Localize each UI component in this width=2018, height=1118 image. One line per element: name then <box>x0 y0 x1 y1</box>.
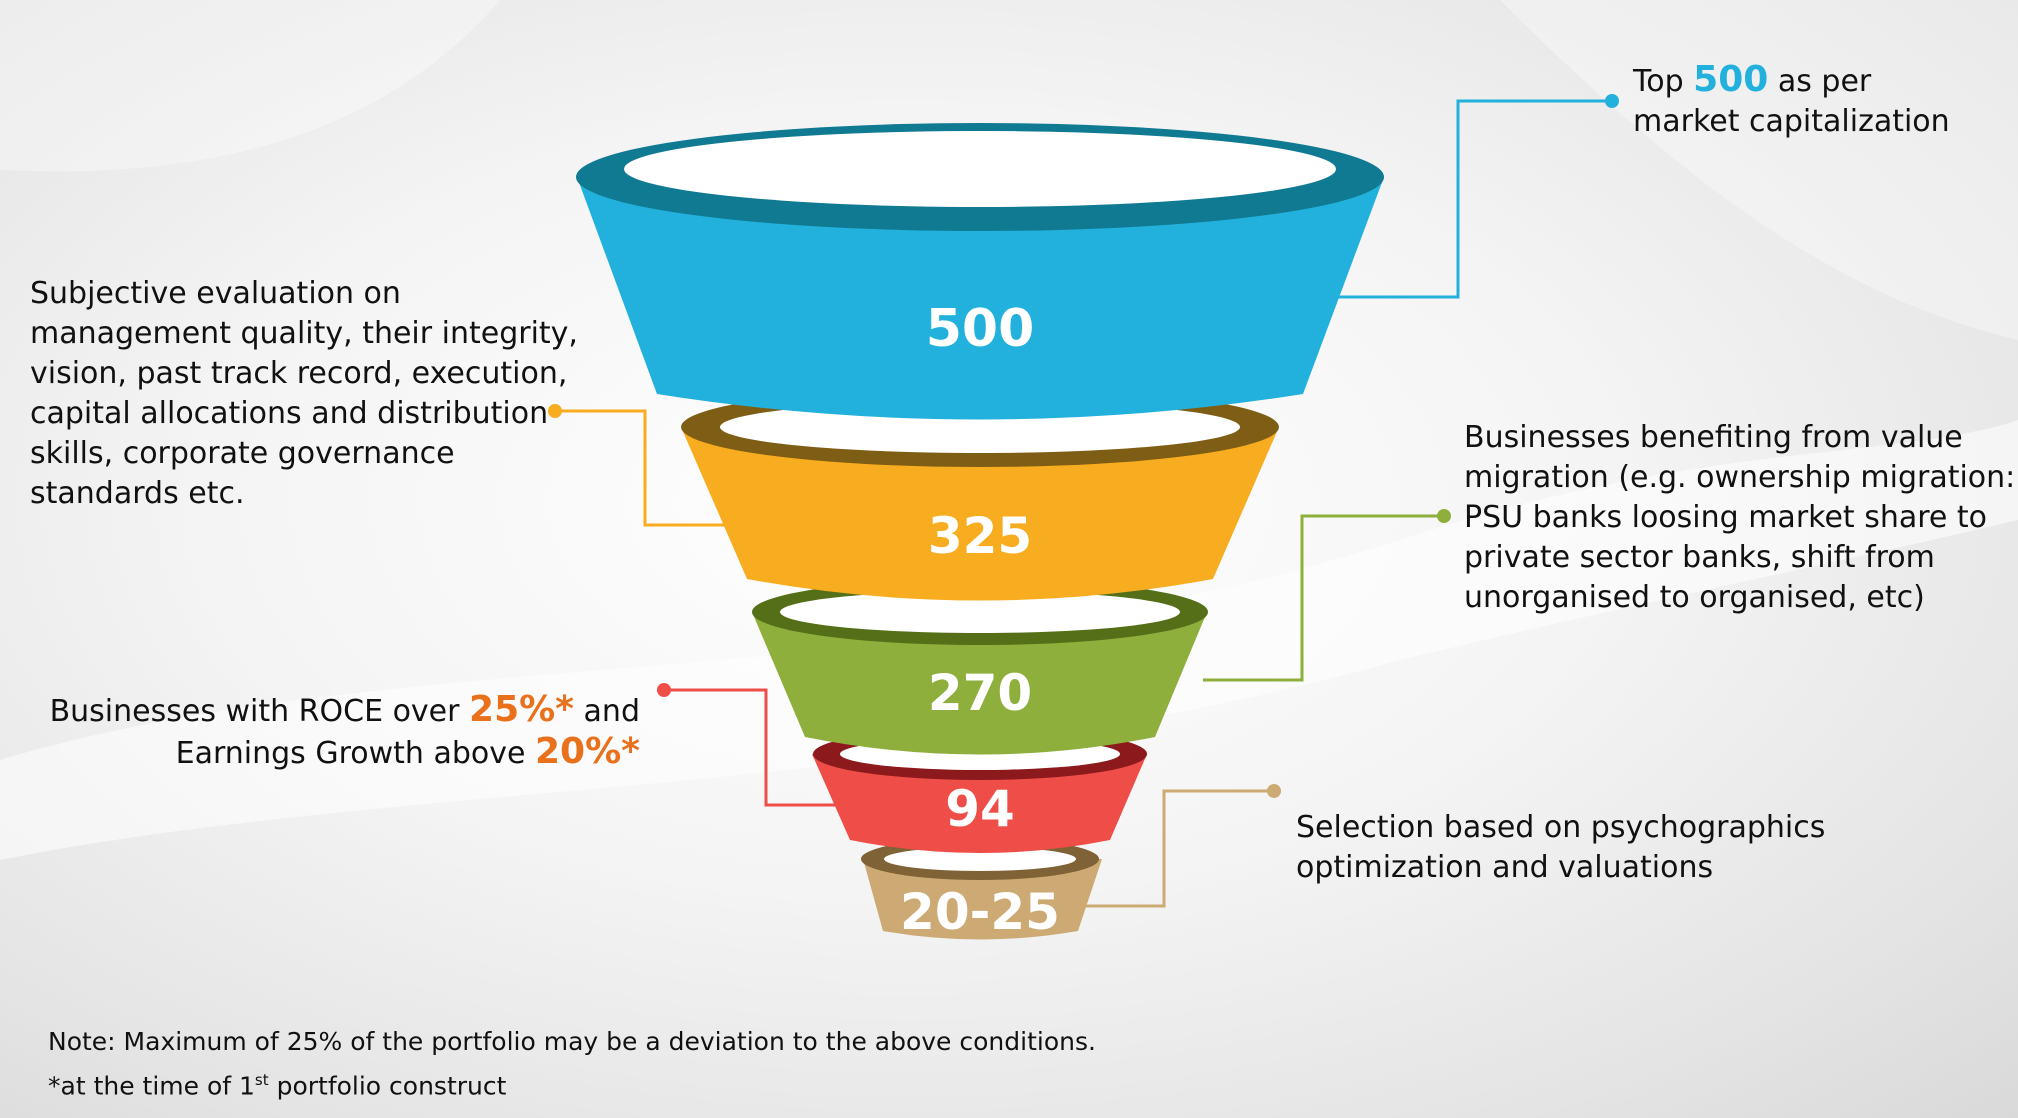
connector-dots <box>548 94 1619 798</box>
connector-lines <box>555 99 1612 908</box>
annotation-top500-post: as per <box>1768 64 1872 99</box>
note-first-construct-pre: *at the time of 1 <box>48 1071 255 1101</box>
connector-value-migration <box>1203 514 1444 682</box>
annotation-line: skills, corporate governance <box>30 436 455 471</box>
stage-body <box>577 177 1384 420</box>
note-first-construct: *at the time of 1st portfolio construct <box>48 1071 506 1100</box>
funnel-stage-3: 270 <box>752 579 1208 755</box>
stage-value: 325 <box>928 507 1032 565</box>
annotation-line: management quality, their integrity, <box>30 316 578 351</box>
annotation-line: private sector banks, shift from <box>1464 540 1935 575</box>
stage-body <box>812 754 1147 853</box>
annotation-line: optimization and valuations <box>1296 850 1714 885</box>
annotation-line: Selection based on psychographics <box>1296 810 1826 845</box>
stage-rim-inner <box>884 847 1076 871</box>
annotation-top500-line2: market capitalization <box>1633 104 1950 139</box>
annotation-top500-pre: Top <box>1633 64 1694 99</box>
annotation-line: Subjective evaluation on <box>30 276 401 311</box>
annotation-roce-line1-pre: Businesses with ROCE over <box>49 694 470 729</box>
dot-subjective <box>548 404 562 418</box>
connector-selection <box>1078 789 1274 908</box>
funnel-stage-5: 20-25 <box>861 838 1102 941</box>
annotation-roce-line2-pre: Earnings Growth above <box>175 736 535 771</box>
dot-top500 <box>1605 94 1619 108</box>
stage-value: 270 <box>928 664 1032 722</box>
annotation-top500: Top 500 as per market capitalization <box>1633 60 1950 142</box>
stage-rim-inner <box>624 131 1336 207</box>
note-first-construct-sup: st <box>254 1071 269 1089</box>
annotation-line: migration (e.g. ownership migration: <box>1464 460 2016 495</box>
funnel-stage-1: 500 <box>576 123 1384 420</box>
annotation-value-migration: Businesses benefiting from value migrati… <box>1464 418 2015 618</box>
stage-value: 500 <box>926 299 1035 359</box>
annotation-roce-line2-highlight: 20%* <box>535 731 640 772</box>
connector-subjective <box>555 409 727 527</box>
annotation-top500-highlight: 500 <box>1693 59 1769 100</box>
annotation-line: standards etc. <box>30 476 245 511</box>
stage-body <box>681 427 1279 601</box>
annotation-roce-line1-highlight: 25%* <box>469 689 575 730</box>
annotation-roce: Businesses with ROCE over 25%* and Earni… <box>50 690 640 774</box>
stage-body <box>752 612 1207 755</box>
annotation-roce-line1-post: and <box>574 694 640 729</box>
note-first-construct-post: portfolio construct <box>268 1071 507 1101</box>
stage-value: 20-25 <box>900 883 1060 941</box>
stage-rim-inner <box>780 591 1180 633</box>
annotation-line: unorganised to organised, etc) <box>1464 580 1925 615</box>
annotation-line: vision, past track record, execution, <box>30 356 568 391</box>
annotation-line: Businesses benefiting from value <box>1464 420 1963 455</box>
annotation-selection: Selection based on psychographics optimi… <box>1296 808 1825 888</box>
annotation-subjective: Subjective evaluation on management qual… <box>30 274 578 514</box>
connector-roce <box>664 688 836 807</box>
annotation-line: PSU banks loosing market share to <box>1464 500 1988 535</box>
dot-roce <box>657 683 671 697</box>
note-deviation: Note: Maximum of 25% of the portfolio ma… <box>48 1027 1096 1056</box>
stage-body <box>863 859 1102 940</box>
dot-selection <box>1267 784 1281 798</box>
dot-value-migration <box>1437 509 1451 523</box>
stage-value: 94 <box>945 780 1015 838</box>
connector-top500 <box>1330 99 1612 299</box>
annotation-line: capital allocations and distribution <box>30 396 549 431</box>
